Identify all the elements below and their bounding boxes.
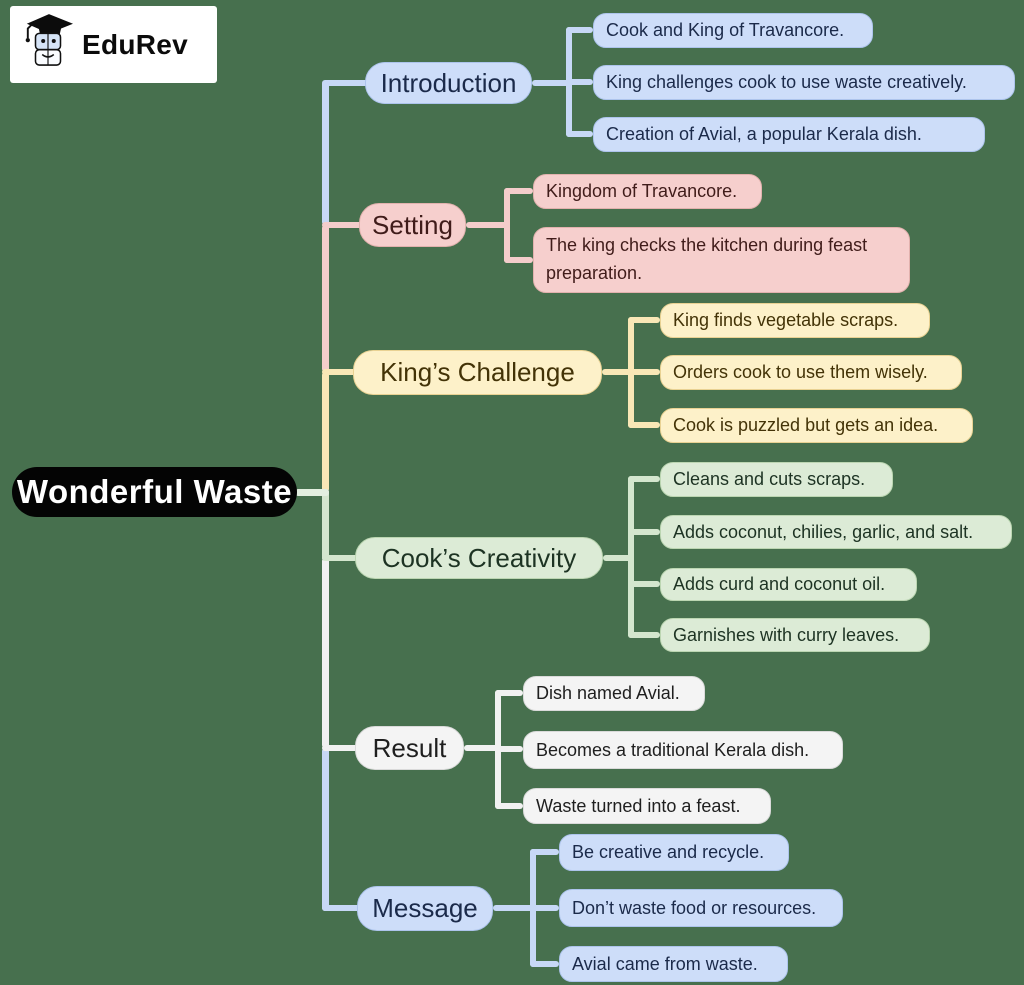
root-label: Wonderful Waste	[16, 473, 293, 510]
child-node: King finds vegetable scraps.	[660, 303, 930, 338]
child-node: Adds coconut, chilies, garlic, and salt.	[660, 515, 1012, 549]
child-label: Cook and King of Travancore.	[606, 20, 845, 40]
connector-line	[322, 369, 356, 375]
child-label: Creation of Avial, a popular Kerala dish…	[606, 124, 922, 144]
branch-node-result: Result	[355, 726, 464, 770]
child-label: Garnishes with curry leaves.	[673, 624, 900, 645]
connector-line	[530, 849, 559, 855]
connector-line	[495, 746, 523, 752]
child-label: Adds coconut, chilies, garlic, and salt.	[673, 521, 974, 542]
child-node: King challenges cook to use waste creati…	[593, 65, 1015, 100]
connector-line	[628, 422, 660, 428]
trunk-segment-cooks-creativity	[322, 489, 329, 561]
branch-node-kings-challenge: King’s Challenge	[353, 350, 602, 395]
branch-node-cooks-creativity: Cook’s Creativity	[355, 537, 603, 579]
child-label: Cleans and cuts scraps.	[673, 469, 866, 489]
child-label: Orders cook to use them wisely.	[673, 362, 928, 382]
connector-line	[493, 905, 533, 911]
child-node: Cleans and cuts scraps.	[660, 462, 893, 497]
connector-line	[495, 803, 523, 809]
child-node: Becomes a traditional Kerala dish.	[523, 731, 843, 769]
connector-line	[628, 581, 660, 587]
branch-node-introduction: Introduction	[365, 62, 532, 104]
child-label: Adds curd and coconut oil.	[673, 574, 886, 594]
child-node: Cook is puzzled but gets an idea.	[660, 408, 973, 443]
branch-label: Setting	[372, 209, 453, 240]
child-label: Don’t waste food or resources.	[572, 897, 817, 918]
connector-line	[628, 529, 660, 535]
connector-line	[602, 369, 634, 375]
branch-label: King’s Challenge	[380, 357, 575, 387]
child-node: The king checks the kitchen during feast…	[533, 227, 910, 293]
child-node: Creation of Avial, a popular Kerala dish…	[593, 117, 985, 152]
branch-label: Message	[372, 893, 478, 923]
connector-line	[504, 257, 533, 263]
connector-line	[322, 555, 358, 561]
child-label: Be creative and recycle.	[572, 842, 765, 862]
connector-line	[628, 317, 660, 323]
child-label: Cook is puzzled but gets an idea.	[673, 415, 939, 435]
connector-line	[566, 27, 593, 33]
child-label: The king checks the kitchen during feast…	[546, 235, 868, 283]
branch-node-message: Message	[357, 886, 493, 931]
connector-line	[322, 905, 360, 911]
connector-line	[504, 188, 510, 263]
child-label: Kingdom of Travancore.	[546, 181, 738, 201]
root-node-wonderful-waste: Wonderful Waste	[12, 467, 297, 517]
child-node: Orders cook to use them wisely.	[660, 355, 962, 390]
edurev-mascot-icon	[23, 13, 73, 76]
child-node: Don’t waste food or resources.	[559, 889, 843, 927]
connector-line	[504, 188, 533, 194]
child-label: Becomes a traditional Kerala dish.	[536, 739, 810, 760]
connector-line	[466, 222, 510, 228]
root-connector-line	[295, 489, 329, 496]
connector-line	[495, 690, 523, 696]
connector-line	[566, 131, 593, 137]
connector-line	[532, 80, 569, 86]
branch-label: Cook’s Creativity	[381, 542, 577, 573]
connector-line	[322, 745, 358, 751]
branch-label: Introduction	[380, 67, 517, 98]
connector-line	[603, 555, 634, 561]
trunk-segment-introduction	[322, 81, 329, 225]
connector-line	[530, 961, 559, 967]
edurev-logo: EduRev	[10, 6, 217, 83]
branch-node-setting: Setting	[359, 203, 466, 247]
child-node: Dish named Avial.	[523, 676, 705, 711]
connector-line	[322, 80, 368, 86]
trunk-segment-message	[322, 748, 329, 911]
edurev-wordmark: EduRev	[82, 28, 189, 60]
connector-line	[566, 79, 593, 85]
child-node: Be creative and recycle.	[559, 834, 789, 871]
child-node: Waste turned into a feast.	[523, 788, 771, 824]
child-label: Avial came from waste.	[572, 953, 758, 974]
connector-line	[322, 222, 362, 228]
child-label: King challenges cook to use waste creati…	[606, 72, 967, 92]
trunk-segment-setting	[322, 225, 329, 372]
branch-label: Result	[372, 732, 447, 763]
child-node: Cook and King of Travancore.	[593, 13, 873, 48]
connector-line	[628, 476, 634, 638]
connector-line	[628, 632, 660, 638]
child-label: King finds vegetable scraps.	[673, 310, 899, 330]
trunk-segment-kings-challenge	[322, 372, 329, 492]
connector-line	[628, 369, 660, 375]
child-node: Garnishes with curry leaves.	[660, 618, 930, 652]
child-node: Kingdom of Travancore.	[533, 174, 762, 209]
child-label: Waste turned into a feast.	[536, 795, 741, 816]
connector-line	[464, 745, 498, 751]
child-node: Adds curd and coconut oil.	[660, 568, 917, 601]
connector-line	[530, 905, 559, 911]
child-node: Avial came from waste.	[559, 946, 788, 982]
trunk-segment-result	[322, 558, 329, 748]
connector-line	[628, 476, 660, 482]
child-label: Dish named Avial.	[536, 683, 680, 703]
